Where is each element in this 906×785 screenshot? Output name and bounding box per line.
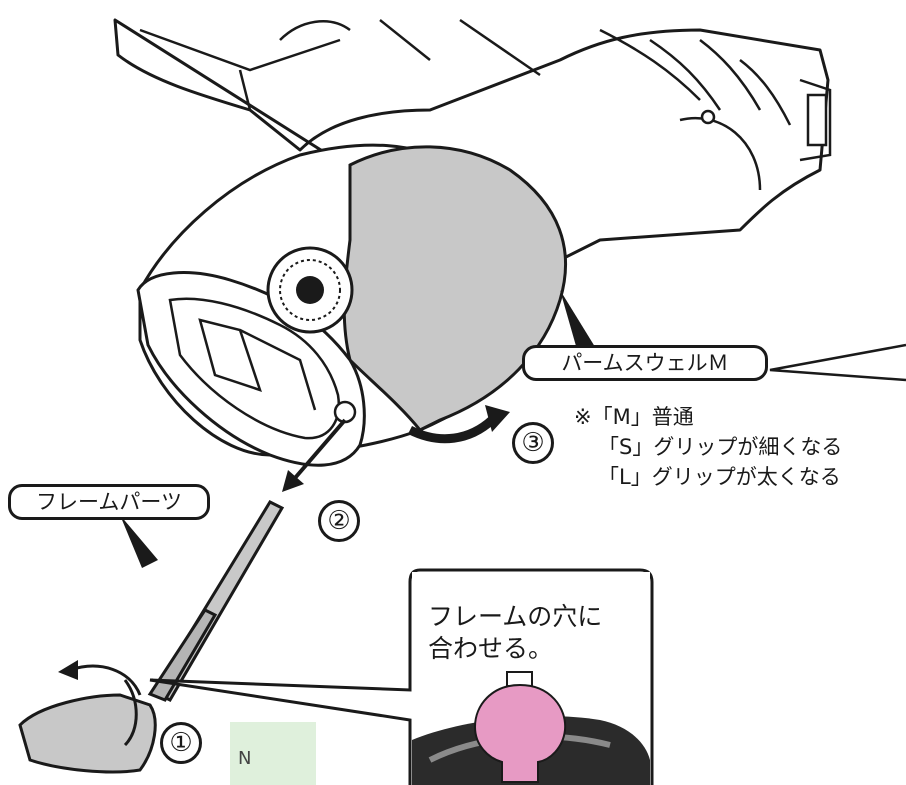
hole-marker-top [506,671,533,687]
frame-parts-pointer [120,515,158,568]
arrow-step-3-head [485,405,510,432]
frame-parts-handle [18,693,157,774]
frame-parts-label: フレームパーツ [8,484,210,520]
step-2-marker: ② [318,500,360,542]
palm-swell-pointer [560,290,600,360]
rotation-mark [123,679,138,747]
palm-swell-label: パームスウェルＭ [522,345,768,381]
screw-hole [333,400,357,424]
grip-medallion [266,246,354,334]
note-line-m: ※「M」普通 [574,405,694,429]
step-1-marker: ① [160,722,202,764]
note-line-l: 「L」グリップが太くなる [598,465,841,489]
frame-parts-rod [147,500,285,702]
patch-mark: N [238,748,252,769]
arrow-step-2-head [282,470,304,492]
right-callout-wedge [769,343,906,382]
frame-detail-lines [139,18,832,191]
arrow-step-1-head [58,660,78,680]
grip-inner-walls [198,318,317,411]
arrow-step-3 [407,416,496,444]
callout-line-2: 合わせる。 [428,634,554,663]
palm-swell-part [342,145,568,432]
grip-opening-inner [168,297,340,440]
pink-hole [473,683,567,783]
note-line-s: 「S」グリップが細くなる [598,435,843,459]
callout-line-1: フレームの穴に [428,602,603,631]
arrow-step-1 [69,664,142,696]
pale-green-patch [230,722,316,785]
arrow-step-2 [293,418,347,480]
frame-slot [806,93,828,147]
step-3-marker: ③ [512,422,554,464]
frame-pin [700,109,716,125]
